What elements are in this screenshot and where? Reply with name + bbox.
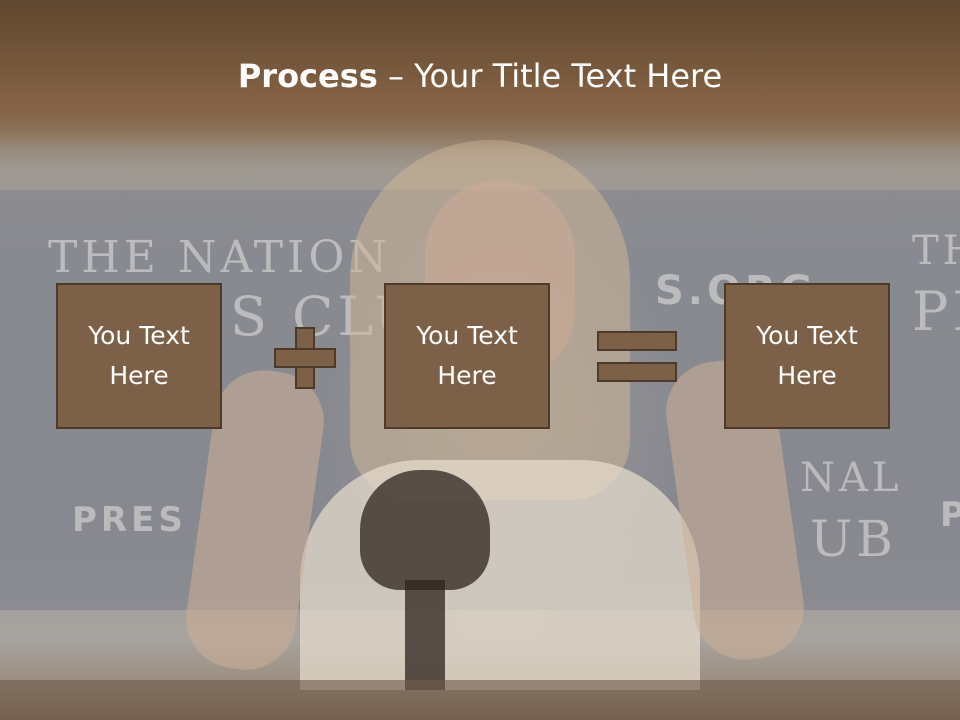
title-bar bbox=[0, 0, 960, 150]
equals-top-bar bbox=[597, 331, 677, 351]
equals-sign-icon[interactable] bbox=[597, 331, 677, 383]
process-box-2[interactable]: You Text Here bbox=[384, 283, 550, 429]
backdrop-sign-text: NAL bbox=[800, 455, 903, 501]
process-box-3-text: You Text Here bbox=[756, 321, 858, 390]
microphone-head bbox=[360, 470, 490, 590]
speaker-jacket bbox=[300, 460, 700, 690]
backdrop-sign-text: PRES bbox=[72, 500, 187, 540]
slide-title[interactable]: Process – Your Title Text Here bbox=[0, 54, 960, 98]
title-rest-part: – Your Title Text Here bbox=[377, 57, 723, 95]
process-box-3[interactable]: You Text Here bbox=[724, 283, 890, 429]
microphone bbox=[360, 470, 490, 690]
process-box-1-text: You Text Here bbox=[88, 321, 190, 390]
title-bold-part: Process bbox=[237, 57, 378, 95]
backdrop-sign-text: PI bbox=[912, 280, 960, 343]
process-box-2-text: You Text Here bbox=[416, 321, 518, 390]
microphone-stem bbox=[405, 580, 445, 690]
plus-center bbox=[297, 350, 313, 366]
backdrop-sign-text: TH bbox=[912, 228, 960, 274]
backdrop-sign-text: THE NATION bbox=[48, 232, 391, 283]
process-box-1[interactable]: You Text Here bbox=[56, 283, 222, 429]
backdrop-sign-text: P bbox=[940, 495, 960, 535]
plus-sign-icon[interactable] bbox=[274, 327, 336, 389]
podium bbox=[0, 680, 960, 720]
backdrop-sign-text: UB bbox=[810, 510, 897, 568]
equals-bottom-bar bbox=[597, 362, 677, 382]
